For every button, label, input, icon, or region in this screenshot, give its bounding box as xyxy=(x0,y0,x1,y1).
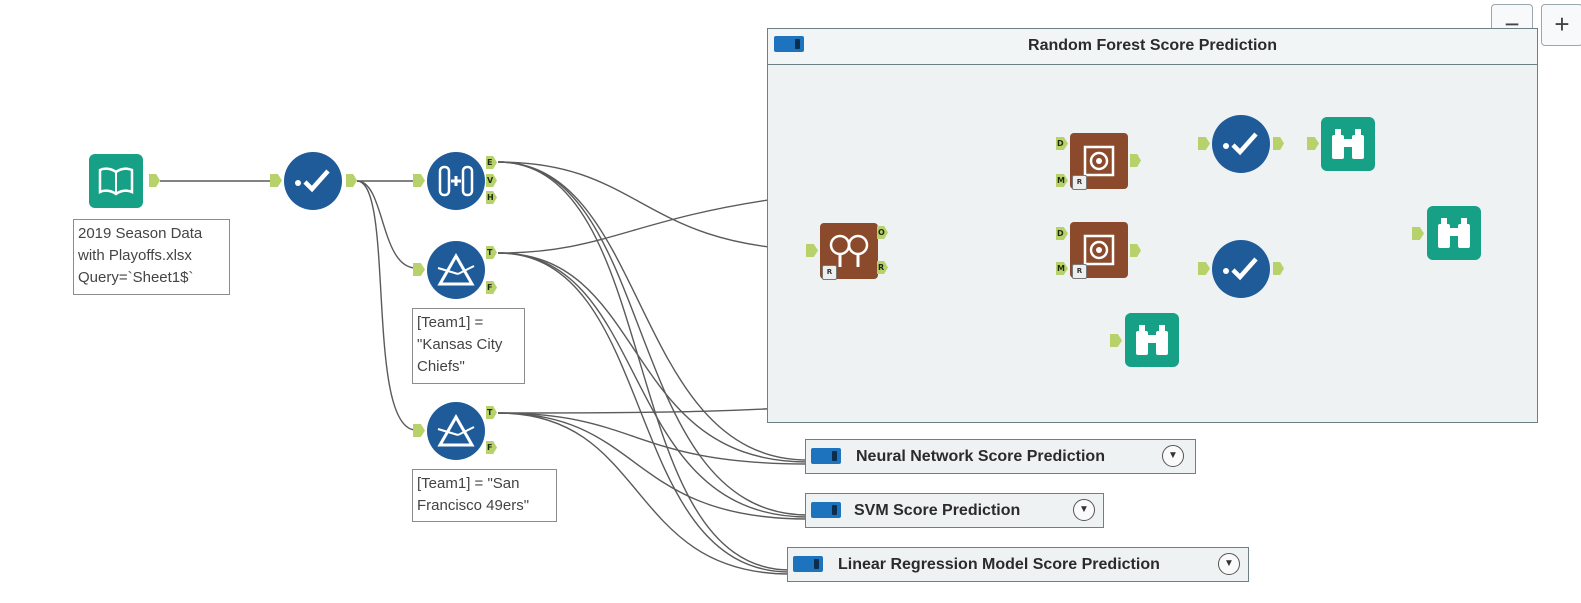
false-anchor[interactable]: F xyxy=(486,441,497,454)
report-anchor[interactable]: R xyxy=(877,261,888,274)
container-toggle-icon[interactable] xyxy=(811,502,841,518)
wire xyxy=(356,180,417,269)
data-anchor[interactable]: D xyxy=(1056,227,1068,240)
filter-49ers-annotation: [Team1] = "San Francisco 49ers" xyxy=(412,469,557,522)
binoculars-icon xyxy=(1438,218,1470,248)
expand-chevron-icon[interactable]: ▼ xyxy=(1218,553,1240,575)
checkmark-icon xyxy=(295,169,330,193)
input-data-tool[interactable] xyxy=(89,154,143,208)
r-badge-icon: R xyxy=(822,265,837,280)
wire xyxy=(497,161,809,461)
wire xyxy=(497,161,811,251)
object-anchor[interactable]: O xyxy=(877,226,888,239)
wire xyxy=(356,180,417,431)
wire xyxy=(497,412,809,465)
browse-tool-report[interactable] xyxy=(1125,313,1179,367)
browse-tool-right[interactable] xyxy=(1427,206,1481,260)
container-header: Random Forest Score Prediction xyxy=(768,29,1537,65)
linear-regression-container[interactable]: Linear Regression Model Score Prediction… xyxy=(787,547,1249,582)
true-anchor[interactable]: T xyxy=(486,406,497,419)
checkmark-icon xyxy=(1223,132,1258,156)
input-anchor[interactable] xyxy=(1198,137,1210,150)
container-toggle-icon[interactable] xyxy=(774,36,804,52)
output-anchor[interactable] xyxy=(1273,137,1284,150)
container-toggle-icon[interactable] xyxy=(793,556,823,572)
sample-split-icon xyxy=(438,165,474,197)
filter-tool-chiefs[interactable] xyxy=(427,241,485,299)
filter-prism-icon xyxy=(437,413,475,447)
input-anchor[interactable] xyxy=(270,174,282,187)
input-anchor[interactable] xyxy=(806,244,818,257)
container-title: Random Forest Score Prediction xyxy=(1028,37,1277,54)
input-anchor[interactable] xyxy=(1412,227,1424,240)
checkmark-icon xyxy=(1223,257,1258,281)
output-anchor[interactable] xyxy=(1273,262,1284,275)
input-annotation: 2019 Season Data with Playoffs.xlsx Quer… xyxy=(73,219,230,295)
input-anchor[interactable] xyxy=(1198,262,1210,275)
score-icon xyxy=(1083,234,1115,266)
holdout-anchor[interactable]: H xyxy=(486,191,497,204)
false-anchor[interactable]: F xyxy=(486,281,497,294)
model-anchor[interactable]: M xyxy=(1056,174,1068,187)
select-tool-top[interactable] xyxy=(1212,115,1270,173)
estimation-anchor[interactable]: E xyxy=(486,156,497,169)
r-badge-icon: R xyxy=(1072,264,1087,279)
validation-anchor[interactable]: V xyxy=(486,174,497,187)
filter-tool-49ers[interactable] xyxy=(427,402,485,460)
wire xyxy=(497,252,809,463)
svm-container[interactable]: SVM Score Prediction ▼ xyxy=(805,493,1104,528)
data-anchor[interactable]: D xyxy=(1056,137,1068,150)
output-anchor[interactable] xyxy=(1130,244,1141,257)
container-title: Neural Network Score Prediction xyxy=(856,448,1105,465)
input-anchor[interactable] xyxy=(1307,137,1319,150)
browse-tool-top[interactable] xyxy=(1321,117,1375,171)
container-toggle-icon[interactable] xyxy=(811,448,841,464)
filter-chiefs-annotation: [Team1] = "Kansas City Chiefs" xyxy=(412,308,525,384)
expand-chevron-icon[interactable]: ▼ xyxy=(1073,499,1095,521)
wire xyxy=(497,161,809,516)
r-badge-icon: R xyxy=(1072,175,1087,190)
input-anchor[interactable] xyxy=(413,424,425,437)
select-tool[interactable] xyxy=(284,152,342,210)
container-title: SVM Score Prediction xyxy=(854,502,1021,519)
book-icon xyxy=(98,167,134,196)
filter-prism-icon xyxy=(437,252,475,286)
container-title: Linear Regression Model Score Prediction xyxy=(838,556,1160,573)
zoom-in-button[interactable]: + xyxy=(1541,4,1581,46)
score-icon xyxy=(1083,145,1115,177)
create-samples-tool[interactable] xyxy=(427,152,485,210)
neural-network-container[interactable]: Neural Network Score Prediction ▼ xyxy=(805,439,1196,474)
output-anchor[interactable] xyxy=(1130,154,1141,167)
input-anchor[interactable] xyxy=(1110,334,1122,347)
output-anchor[interactable] xyxy=(346,174,357,187)
output-anchor[interactable] xyxy=(149,174,160,187)
input-anchor[interactable] xyxy=(413,174,425,187)
forest-model-icon xyxy=(829,234,869,267)
true-anchor[interactable]: T xyxy=(486,246,497,259)
binoculars-icon xyxy=(1332,129,1364,159)
input-anchor[interactable] xyxy=(413,263,425,276)
wire xyxy=(497,252,791,573)
select-tool-bottom[interactable] xyxy=(1212,240,1270,298)
binoculars-icon xyxy=(1136,325,1168,355)
expand-chevron-icon[interactable]: ▼ xyxy=(1162,445,1184,467)
model-anchor[interactable]: M xyxy=(1056,262,1068,275)
